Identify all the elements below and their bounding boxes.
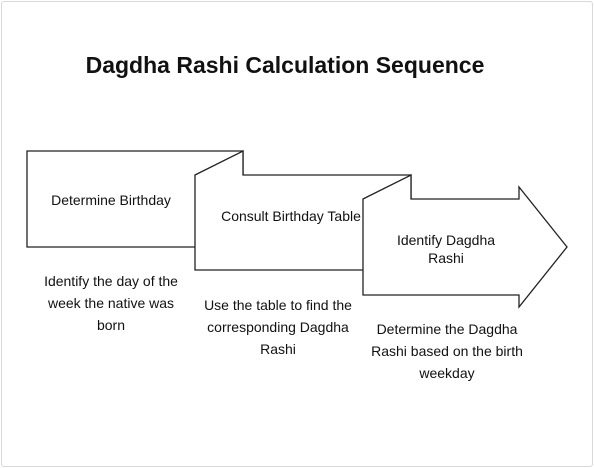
step-1-description: Identify the day of the week the native … xyxy=(44,273,178,333)
step-1-label: Determine Birthday xyxy=(51,192,171,208)
step-3-description: Determine the Dagdha Rashi based on the … xyxy=(371,321,523,381)
step-3-arrow-shape xyxy=(362,173,568,309)
step-2-label: Consult Birthday Table xyxy=(221,208,361,224)
diagram-title: Dagdha Rashi Calculation Sequence xyxy=(85,52,485,78)
step-2-description: Use the table to find the corresponding … xyxy=(204,297,352,357)
step-3-label: Identify Dagdha Rashi xyxy=(396,232,496,266)
